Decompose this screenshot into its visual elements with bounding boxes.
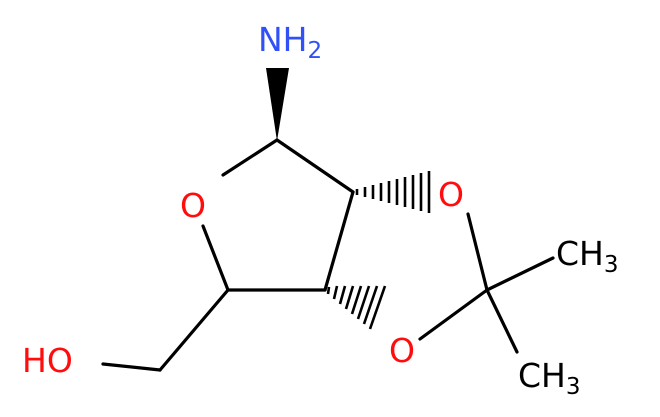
bond-c4-ch2 (158, 288, 230, 372)
hash-bond-c6a-o1 (355, 171, 431, 213)
bond-ring-o-c4 (201, 224, 230, 292)
bond-c1-ring-o (221, 138, 279, 177)
hash-bond-c3a-o2 (326, 285, 387, 330)
bond-c6a-c3a (323, 190, 355, 292)
dioxolane-oxygen-1-label: O (438, 175, 464, 214)
bond-cq-methyl-1 (485, 256, 555, 292)
bond-c1-c6a (275, 138, 355, 194)
hydroxyl-label: HO (22, 341, 73, 380)
bond-o2-cq (418, 288, 489, 341)
ring-oxygen-label: O (180, 186, 206, 225)
bond-ch2-hydroxyl (101, 362, 162, 372)
bond-cq-methyl-2 (485, 288, 519, 354)
bond-o1-cq (466, 212, 489, 292)
dioxolane-oxygen-2-label: O (389, 331, 415, 370)
methyl-2-label: CH3 (518, 356, 581, 400)
methyl-1-label: CH3 (556, 234, 619, 278)
amine-label: NH2 (258, 20, 322, 64)
wedge-bond-amine (266, 68, 289, 141)
